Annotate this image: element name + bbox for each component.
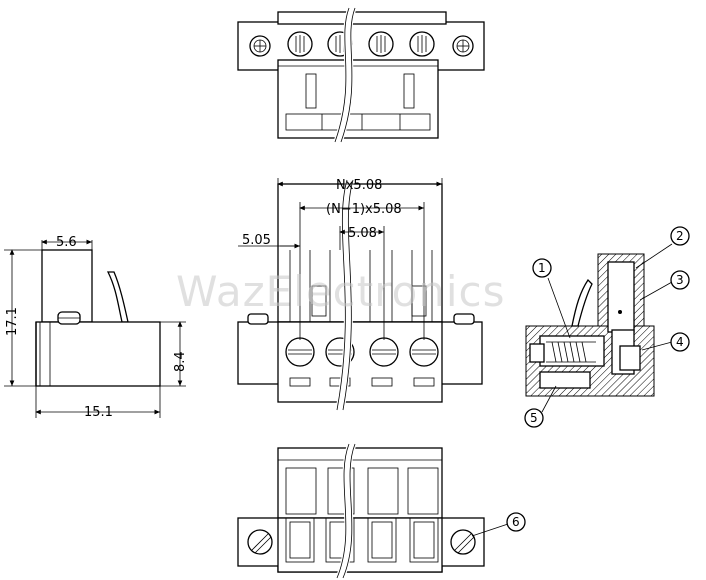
- watermark-text: WazElectronics: [176, 267, 506, 316]
- section-screw-thread: [546, 341, 596, 363]
- callout-1: 1: [538, 261, 546, 275]
- dim-side-height: 17.1: [5, 307, 20, 336]
- bottom-mount-right-icon: [450, 529, 476, 555]
- side-view: [4, 239, 186, 418]
- callout-2: 2: [676, 229, 684, 243]
- dim-pitch: 5.08: [348, 226, 377, 241]
- front-view: [237, 178, 483, 411]
- dim-pitch-inner: (N−1)x5.08: [326, 202, 402, 217]
- callout-4: 4: [676, 335, 684, 349]
- dim-pitch-total: Nx5.08: [336, 178, 382, 193]
- bottom-mount-left-icon: [247, 529, 273, 555]
- top-view: [237, 6, 485, 144]
- dim-side-lower-height: 8.4: [173, 351, 188, 372]
- callout-5: 5: [530, 411, 538, 425]
- dim-side-top-width: 5.6: [56, 235, 77, 250]
- dim-offset: 5.05: [242, 233, 271, 248]
- callout-3: 3: [676, 273, 684, 287]
- bottom-view: [237, 442, 526, 580]
- dim-side-width: 15.1: [84, 405, 113, 420]
- section-view: [524, 226, 690, 428]
- top-mount-right-icon: [452, 35, 474, 57]
- top-mount-left-icon: [249, 35, 271, 57]
- callout-6: 6: [512, 515, 520, 529]
